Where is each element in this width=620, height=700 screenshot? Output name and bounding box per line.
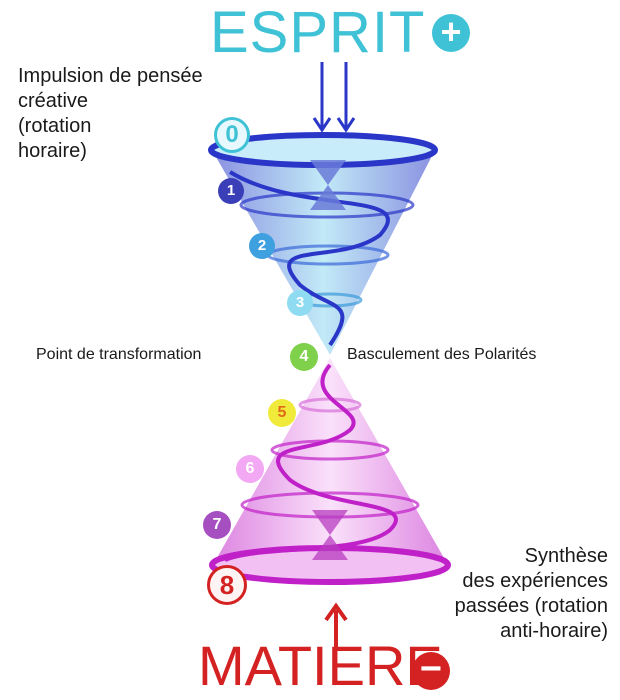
step-circle-6: 6 xyxy=(236,455,264,483)
step-circle-5: 5 xyxy=(268,399,296,427)
step-circle-4: 4 xyxy=(290,343,318,371)
step-label-4: 4 xyxy=(299,348,309,365)
step-circle-8: 8 xyxy=(207,565,247,605)
synthesis-line-2: des expériences xyxy=(462,570,608,592)
lower-cone xyxy=(209,358,451,648)
impulse-note: Impulsion de pensée créative (rotation h… xyxy=(18,64,298,164)
step-label-6: 6 xyxy=(245,460,255,477)
minus-icon: − xyxy=(412,650,450,690)
step-label-3: 3 xyxy=(295,294,305,311)
step-circle-7: 7 xyxy=(203,511,231,539)
step-label-5: 5 xyxy=(277,404,287,421)
step-label-7: 7 xyxy=(212,516,222,533)
transformation-label: Point de transformation xyxy=(36,346,202,363)
step-circle-0: 0 xyxy=(214,117,250,153)
impulse-line-2: créative xyxy=(18,90,89,112)
plus-icon: + xyxy=(432,14,470,52)
step-circle-2: 2 xyxy=(249,233,275,259)
impulse-line-4: horaire) xyxy=(18,140,87,162)
title-esprit: ESPRIT xyxy=(210,0,426,65)
step-label-1: 1 xyxy=(226,182,236,199)
synthesis-note: Synthèse des expériences passées (rotati… xyxy=(368,544,608,644)
impulse-line-1: Impulsion de pensée xyxy=(18,65,203,87)
step-label-0: 0 xyxy=(225,121,239,148)
impulse-line-3: (rotation xyxy=(18,115,92,137)
step-circle-3: 3 xyxy=(287,290,313,316)
polarity-label: Basculement des Polarités xyxy=(347,346,537,363)
synthesis-line-4: anti-horaire) xyxy=(500,620,608,642)
step-label-2: 2 xyxy=(257,237,267,254)
title-matiere: MATIERE xyxy=(198,634,443,697)
synthesis-line-3: passées (rotation xyxy=(454,595,608,617)
step-label-8: 8 xyxy=(219,570,235,600)
synthesis-line-1: Synthèse xyxy=(524,545,608,567)
upper-cone xyxy=(208,62,438,355)
step-circle-1: 1 xyxy=(218,178,244,204)
